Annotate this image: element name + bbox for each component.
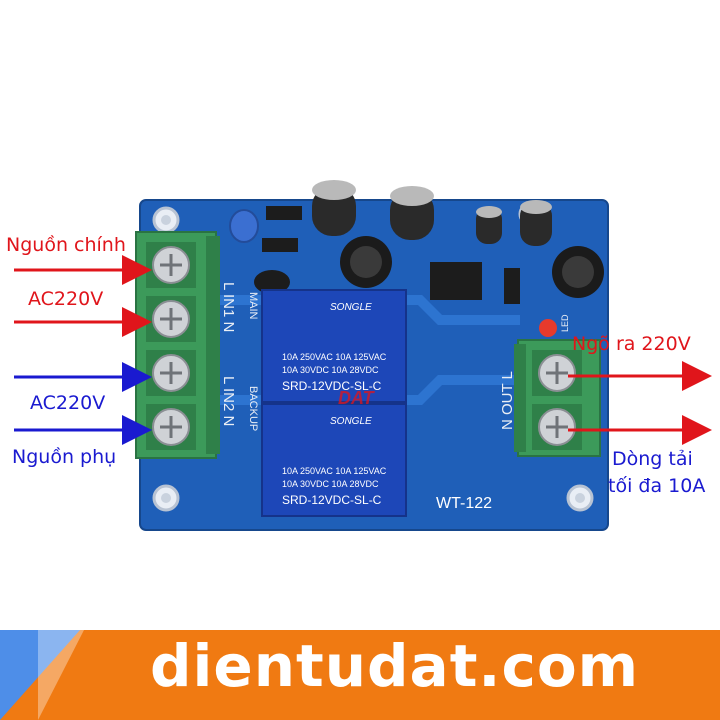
label-max-load-2: tối đa 10A: [608, 475, 706, 497]
inductor: [340, 236, 392, 288]
relay-brand: SONGLE: [330, 416, 372, 427]
input-terminal-block: [135, 231, 220, 459]
screw-terminal: [146, 242, 196, 288]
relay-backup: SONGLE 10A 250VAC 10A 125VAC 10A 30VDC 1…: [261, 403, 407, 517]
mounting-hole: [152, 484, 180, 512]
banner-accent-stripe: [38, 630, 84, 720]
mounting-hole: [152, 206, 180, 234]
relay-spec-1: 10A 250VAC 10A 125VAC: [282, 352, 387, 362]
brand-name: dientudat.com: [150, 632, 640, 700]
banner-accent: [0, 630, 80, 720]
relay-main: SONGLE 10A 250VAC 10A 125VAC 10A 30VDC 1…: [261, 289, 407, 403]
screw-terminal: [146, 350, 196, 396]
label-max-load-1: Dòng tải: [612, 448, 693, 470]
screw-terminal: [146, 404, 196, 450]
screw-terminal: [532, 350, 582, 396]
model-silk: WT-122: [436, 495, 492, 512]
relay-model: SRD-12VDC-SL-C: [282, 493, 382, 507]
label-main-power: Nguồn chính: [6, 234, 126, 256]
label-output: Ngõ ra 220V: [572, 333, 691, 355]
label-backup-voltage: AC220V: [30, 392, 106, 414]
capacitor: [312, 180, 356, 236]
main-silk: MAIN: [247, 292, 259, 320]
in2-silk: L IN2 N: [220, 376, 237, 426]
brand-banner: [0, 630, 720, 720]
transistor: [254, 270, 290, 294]
led-silk: LED: [560, 314, 570, 332]
relay-spec-2: 10A 30VDC 10A 28VDC: [282, 479, 379, 489]
inductor: [552, 246, 604, 298]
relay-brand: SONGLE: [330, 302, 372, 313]
ic-chip: [430, 262, 482, 300]
diode: [266, 206, 302, 220]
relay-spec-1: 10A 250VAC 10A 125VAC: [282, 466, 387, 476]
screw-terminal: [146, 296, 196, 342]
in1-silk: L IN1 N: [220, 282, 237, 332]
varistor: [229, 209, 259, 243]
backup-silk: BACKUP: [247, 386, 259, 431]
out-silk: N OUT L: [499, 371, 516, 430]
label-main-voltage: AC220V: [28, 288, 104, 310]
watermark: DAT: [338, 388, 376, 408]
diode: [504, 268, 520, 304]
capacitor: [476, 206, 502, 244]
capacitor: [390, 186, 434, 240]
relay-model: SRD-12VDC-SL-C: [282, 379, 382, 393]
output-terminal-block: [514, 339, 601, 457]
diode: [262, 238, 298, 252]
relay-spec-2: 10A 30VDC 10A 28VDC: [282, 365, 379, 375]
mounting-hole: [566, 484, 594, 512]
capacitor: [520, 200, 552, 246]
led-indicator: [539, 319, 557, 337]
label-backup-power: Nguồn phụ: [12, 446, 117, 468]
screw-terminal: [532, 404, 582, 450]
